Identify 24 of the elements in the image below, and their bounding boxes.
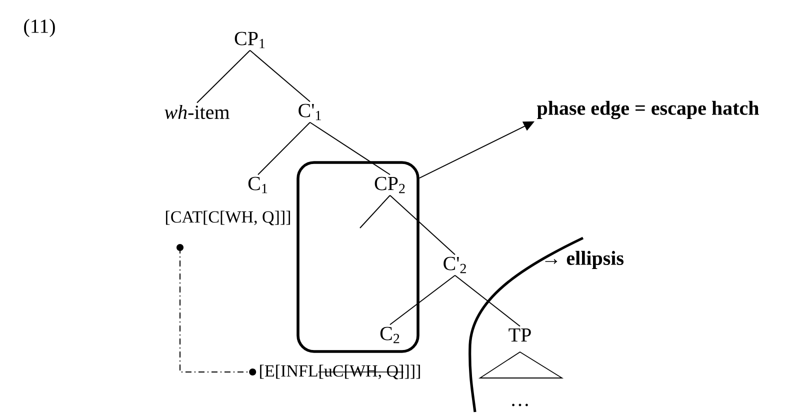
text-label: → ellipsis	[545, 250, 624, 270]
tree-label: CP$_{2}$	[374, 176, 405, 194]
tree-branch	[250, 50, 310, 102]
tree-branch	[258, 122, 310, 176]
tree-label: C$_{1}$	[248, 176, 268, 194]
tree-branch	[360, 194, 390, 228]
text-label: …	[512, 404, 528, 406]
tree-branch	[310, 122, 390, 176]
tree-label: [E[INFL[uC[WH, Q]]]]	[260, 364, 420, 380]
tree-label: C'$_{1}$	[298, 104, 321, 120]
tree-label: CP$_{1}$	[234, 32, 265, 48]
phrase-label: phase edge = escape hatch	[537, 100, 759, 120]
tree-branch	[390, 194, 456, 256]
dash-dot-connector	[176, 244, 256, 376]
text-label: (11)	[24, 18, 55, 38]
tree-label: C'$_{2}$	[444, 256, 466, 274]
tree-label: wh-item	[164, 104, 230, 120]
tree-branch	[454, 274, 520, 327]
tree-branch	[196, 50, 250, 104]
tree-label: [CAT[C[WH, Q]]]	[166, 210, 290, 226]
tree-label: C$_{2}$	[380, 326, 400, 344]
rounded-box	[296, 161, 420, 353]
tree-branch	[390, 274, 456, 326]
tree-label: TP	[508, 328, 531, 342]
